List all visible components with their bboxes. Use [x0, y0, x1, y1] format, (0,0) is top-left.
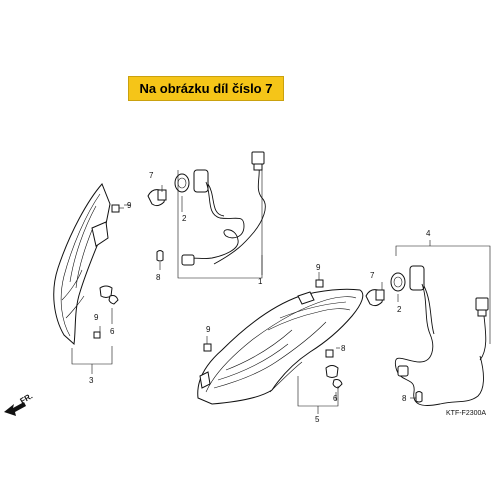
socket-ring-icon — [174, 173, 190, 193]
front-direction-arrow-icon — [4, 402, 26, 416]
callout-7: 7 — [370, 271, 375, 280]
callout-8: 8 — [402, 394, 407, 403]
bulb-small-icon — [156, 250, 164, 262]
callout-4: 4 — [426, 229, 431, 238]
bolt-icon — [111, 204, 124, 213]
callout-9: 9 — [127, 201, 132, 210]
bolt-icon — [325, 349, 334, 358]
socket-ring-icon — [390, 272, 406, 292]
callout-6: 6 — [333, 394, 338, 403]
direction-label: FR. — [19, 391, 35, 405]
bolt-icon — [315, 272, 324, 288]
callout-5: 5 — [315, 415, 320, 424]
side-lens-part-3 — [53, 183, 111, 345]
bulb-icon — [147, 189, 167, 207]
part-number-banner: Na obrázku díl číslo 7 — [128, 76, 284, 101]
bolt-icon — [203, 336, 212, 352]
callout-8: 8 — [156, 273, 161, 282]
callout-7: 7 — [149, 171, 154, 180]
bulb-icon — [365, 289, 385, 307]
wire-harness-icon — [181, 151, 266, 266]
callout-2: 2 — [397, 305, 402, 314]
callout-9: 9 — [94, 313, 99, 322]
callout-8: 8 — [341, 344, 346, 353]
callout-1: 1 — [258, 277, 263, 286]
callout-2: 2 — [182, 214, 187, 223]
headlight-housing-part-5 — [197, 288, 364, 405]
grommet-icon — [99, 285, 119, 305]
wire-harness-icon — [394, 265, 489, 406]
callout-6: 6 — [110, 327, 115, 336]
grommet-icon — [325, 365, 343, 389]
callout-3: 3 — [89, 376, 94, 385]
callout-9: 9 — [206, 325, 211, 334]
callout-9: 9 — [316, 263, 321, 272]
bolt-icon — [93, 331, 101, 339]
bulb-small-icon — [415, 391, 423, 403]
diagram-code: KTF-F2300A — [446, 410, 486, 417]
banner-text: Na obrázku díl číslo 7 — [139, 81, 273, 96]
